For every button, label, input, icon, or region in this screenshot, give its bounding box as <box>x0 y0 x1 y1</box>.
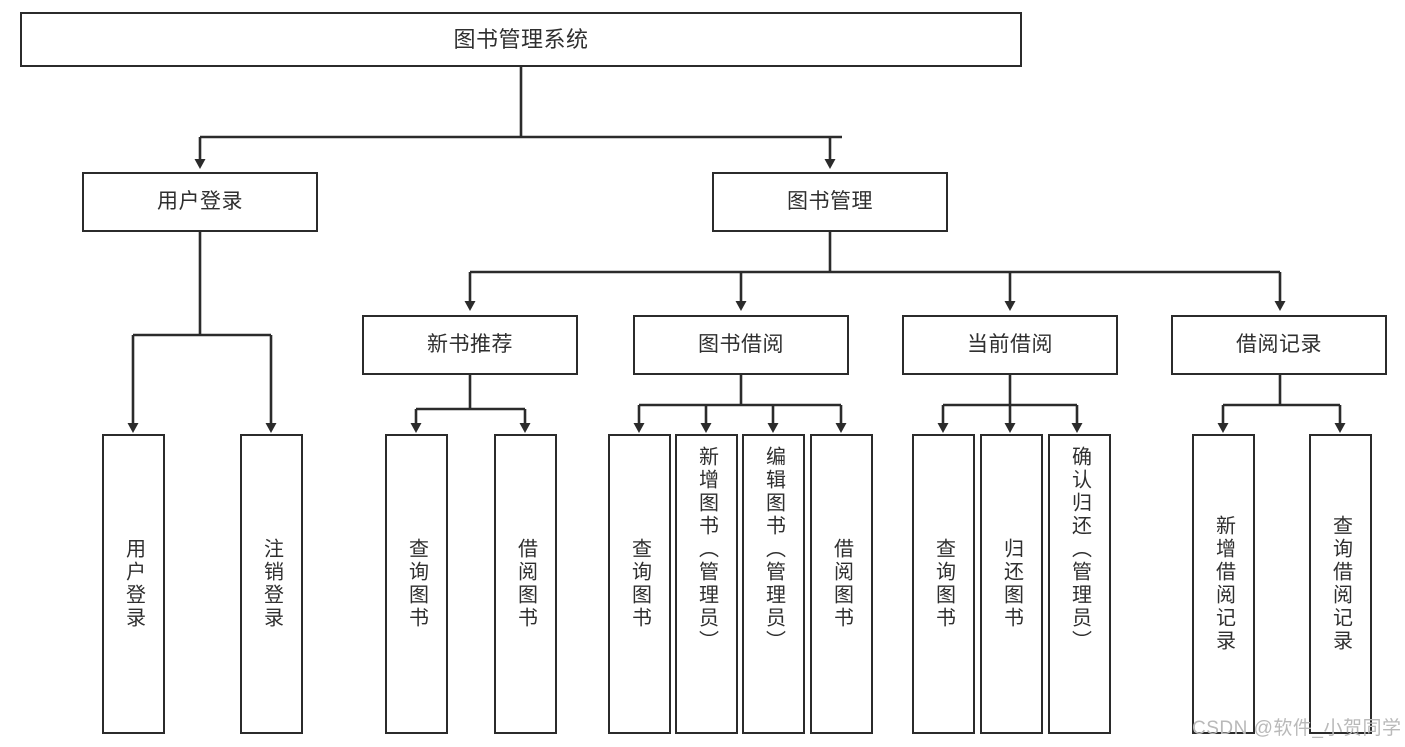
leaf-user-login-signin[interactable]: 用户登录 <box>102 434 165 734</box>
node-label: 新增借阅记录 <box>1212 515 1235 653</box>
leaf-current-borrow-query[interactable]: 查询图书 <box>912 434 975 734</box>
leaf-book-borrow-edit[interactable]: 编辑图书（管理员） <box>742 434 805 734</box>
node-label: 新书推荐 <box>427 332 513 356</box>
node-label: 查询图书 <box>932 538 955 630</box>
leaf-borrow-record-add[interactable]: 新增借阅记录 <box>1192 434 1255 734</box>
node-label: 借阅图书 <box>514 538 537 630</box>
node-label: 编辑图书（管理员） <box>762 446 785 653</box>
leaf-borrow-record-query[interactable]: 查询借阅记录 <box>1309 434 1372 734</box>
node-root-system[interactable]: 图书管理系统 <box>20 12 1022 67</box>
leaf-user-login-signout[interactable]: 注销登录 <box>240 434 303 734</box>
node-book-management[interactable]: 图书管理 <box>712 172 948 232</box>
node-label: 新增图书（管理员） <box>695 446 718 653</box>
node-label: 查询借阅记录 <box>1329 515 1352 653</box>
node-label: 注销登录 <box>260 538 283 630</box>
leaf-book-borrow-add[interactable]: 新增图书（管理员） <box>675 434 738 734</box>
node-new-book-recommend[interactable]: 新书推荐 <box>362 315 578 375</box>
node-label: 用户登录 <box>157 189 243 213</box>
node-label: 借阅图书 <box>830 538 853 630</box>
leaf-book-borrow-query[interactable]: 查询图书 <box>608 434 671 734</box>
node-label: 查询图书 <box>405 538 428 630</box>
node-current-borrow[interactable]: 当前借阅 <box>902 315 1118 375</box>
node-label: 图书管理 <box>787 189 873 213</box>
node-label: 归还图书 <box>1000 538 1023 630</box>
leaf-current-borrow-confirm-return[interactable]: 确认归还（管理员） <box>1048 434 1111 734</box>
leaf-book-borrow-borrow[interactable]: 借阅图书 <box>810 434 873 734</box>
node-label: 查询图书 <box>628 538 651 630</box>
leaf-new-book-query[interactable]: 查询图书 <box>385 434 448 734</box>
node-label: 确认归还（管理员） <box>1068 446 1091 653</box>
node-label: 借阅记录 <box>1236 332 1322 356</box>
node-label: 用户登录 <box>122 538 145 630</box>
node-label: 图书借阅 <box>698 332 784 356</box>
node-user-login[interactable]: 用户登录 <box>82 172 318 232</box>
csdn-watermark: CSDN @软件_小贺同学 <box>1192 718 1402 739</box>
node-label: 当前借阅 <box>967 332 1053 356</box>
leaf-current-borrow-return[interactable]: 归还图书 <box>980 434 1043 734</box>
node-borrow-record[interactable]: 借阅记录 <box>1171 315 1387 375</box>
leaf-new-book-borrow[interactable]: 借阅图书 <box>494 434 557 734</box>
node-book-borrow[interactable]: 图书借阅 <box>633 315 849 375</box>
node-label: 图书管理系统 <box>453 26 589 52</box>
